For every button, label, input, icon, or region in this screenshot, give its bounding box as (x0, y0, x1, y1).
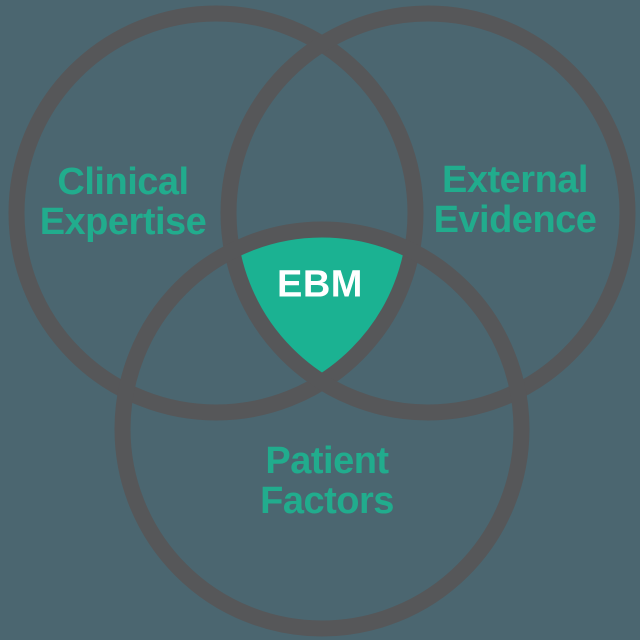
label-clinical-expertise: Clinical Expertise (40, 162, 207, 242)
label-ebm: EBM (277, 263, 363, 306)
label-clinical-line2: Expertise (39, 201, 207, 243)
clinical-expertise-circle (8, 5, 424, 421)
external-evidence-circle (220, 5, 636, 421)
label-external-line1: External (442, 159, 588, 201)
label-external-line2: Evidence (433, 199, 597, 241)
label-patient-factors: Patient Factors (260, 441, 394, 521)
ebm-intersection-region (232, 229, 412, 382)
label-patient-line1: Patient (265, 440, 389, 482)
label-external-evidence: External Evidence (434, 160, 597, 240)
label-patient-line2: Factors (260, 480, 394, 522)
label-clinical-line1: Clinical (57, 161, 189, 203)
patient-factors-circle (114, 221, 530, 637)
